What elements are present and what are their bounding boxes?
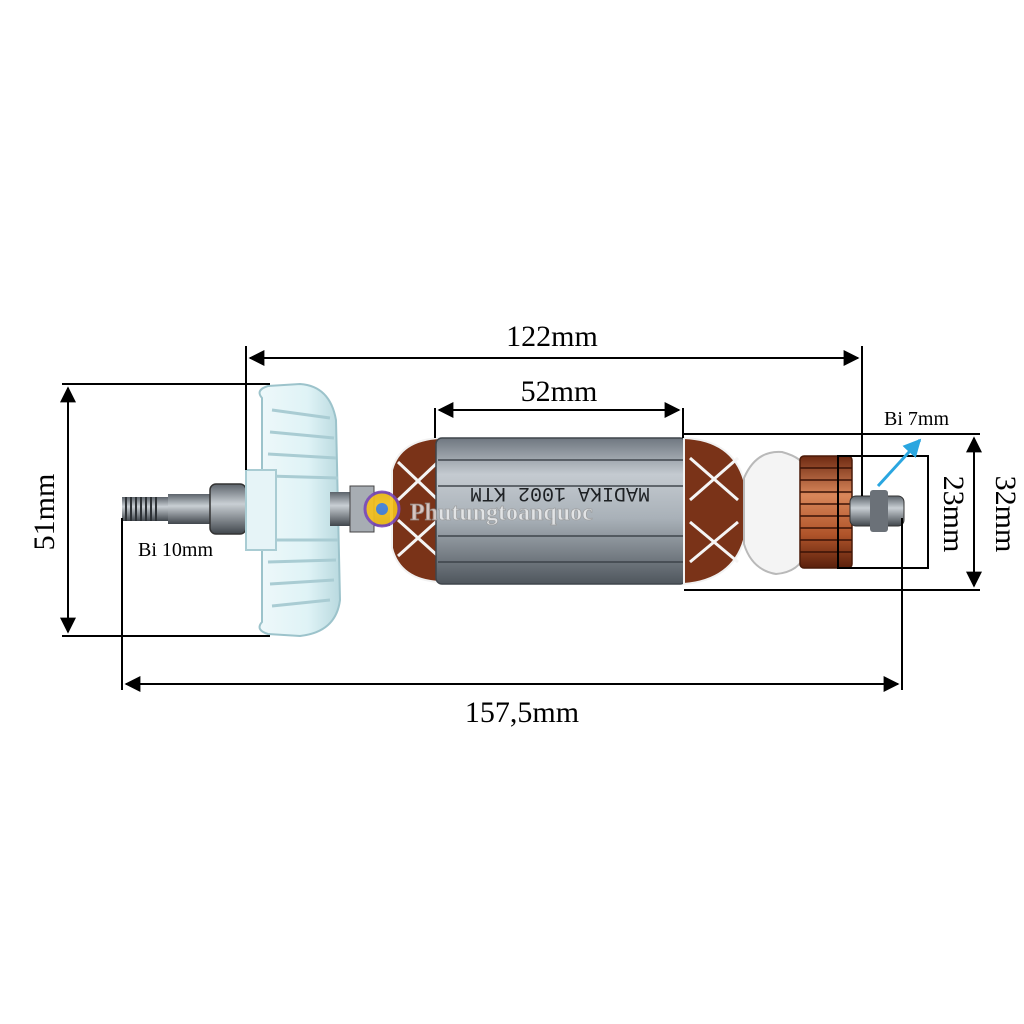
label-122mm: 122mm [506, 320, 598, 353]
threaded-shaft-end [122, 494, 212, 524]
label-23mm: 23mm [937, 476, 970, 553]
label-bi-10mm: Bi 10mm [138, 539, 213, 561]
commutator [799, 455, 853, 569]
front-bearing [209, 483, 247, 535]
label-157mm: 157,5mm [465, 696, 579, 729]
product-marking: MADIKA 1002 KTM [470, 481, 650, 504]
label-51mm: 51mm [28, 474, 61, 551]
label-32mm: 32mm [989, 476, 1022, 553]
armature: MADIKA 1002 KTM [122, 382, 905, 638]
label-52mm: 52mm [521, 375, 598, 408]
label-bi-7mm: Bi 7mm [884, 408, 949, 430]
rear-bearing-pointer [876, 438, 922, 488]
cooling-fan [245, 382, 342, 638]
commutator-insulator [743, 450, 807, 576]
svg-text:Phutungtoanquoc: Phutungtoanquoc [410, 500, 593, 526]
watermark: Phutungtoanquoc [363, 490, 593, 528]
armature-core: MADIKA 1002 KTM [435, 437, 687, 585]
dimension-lines [60, 346, 982, 692]
